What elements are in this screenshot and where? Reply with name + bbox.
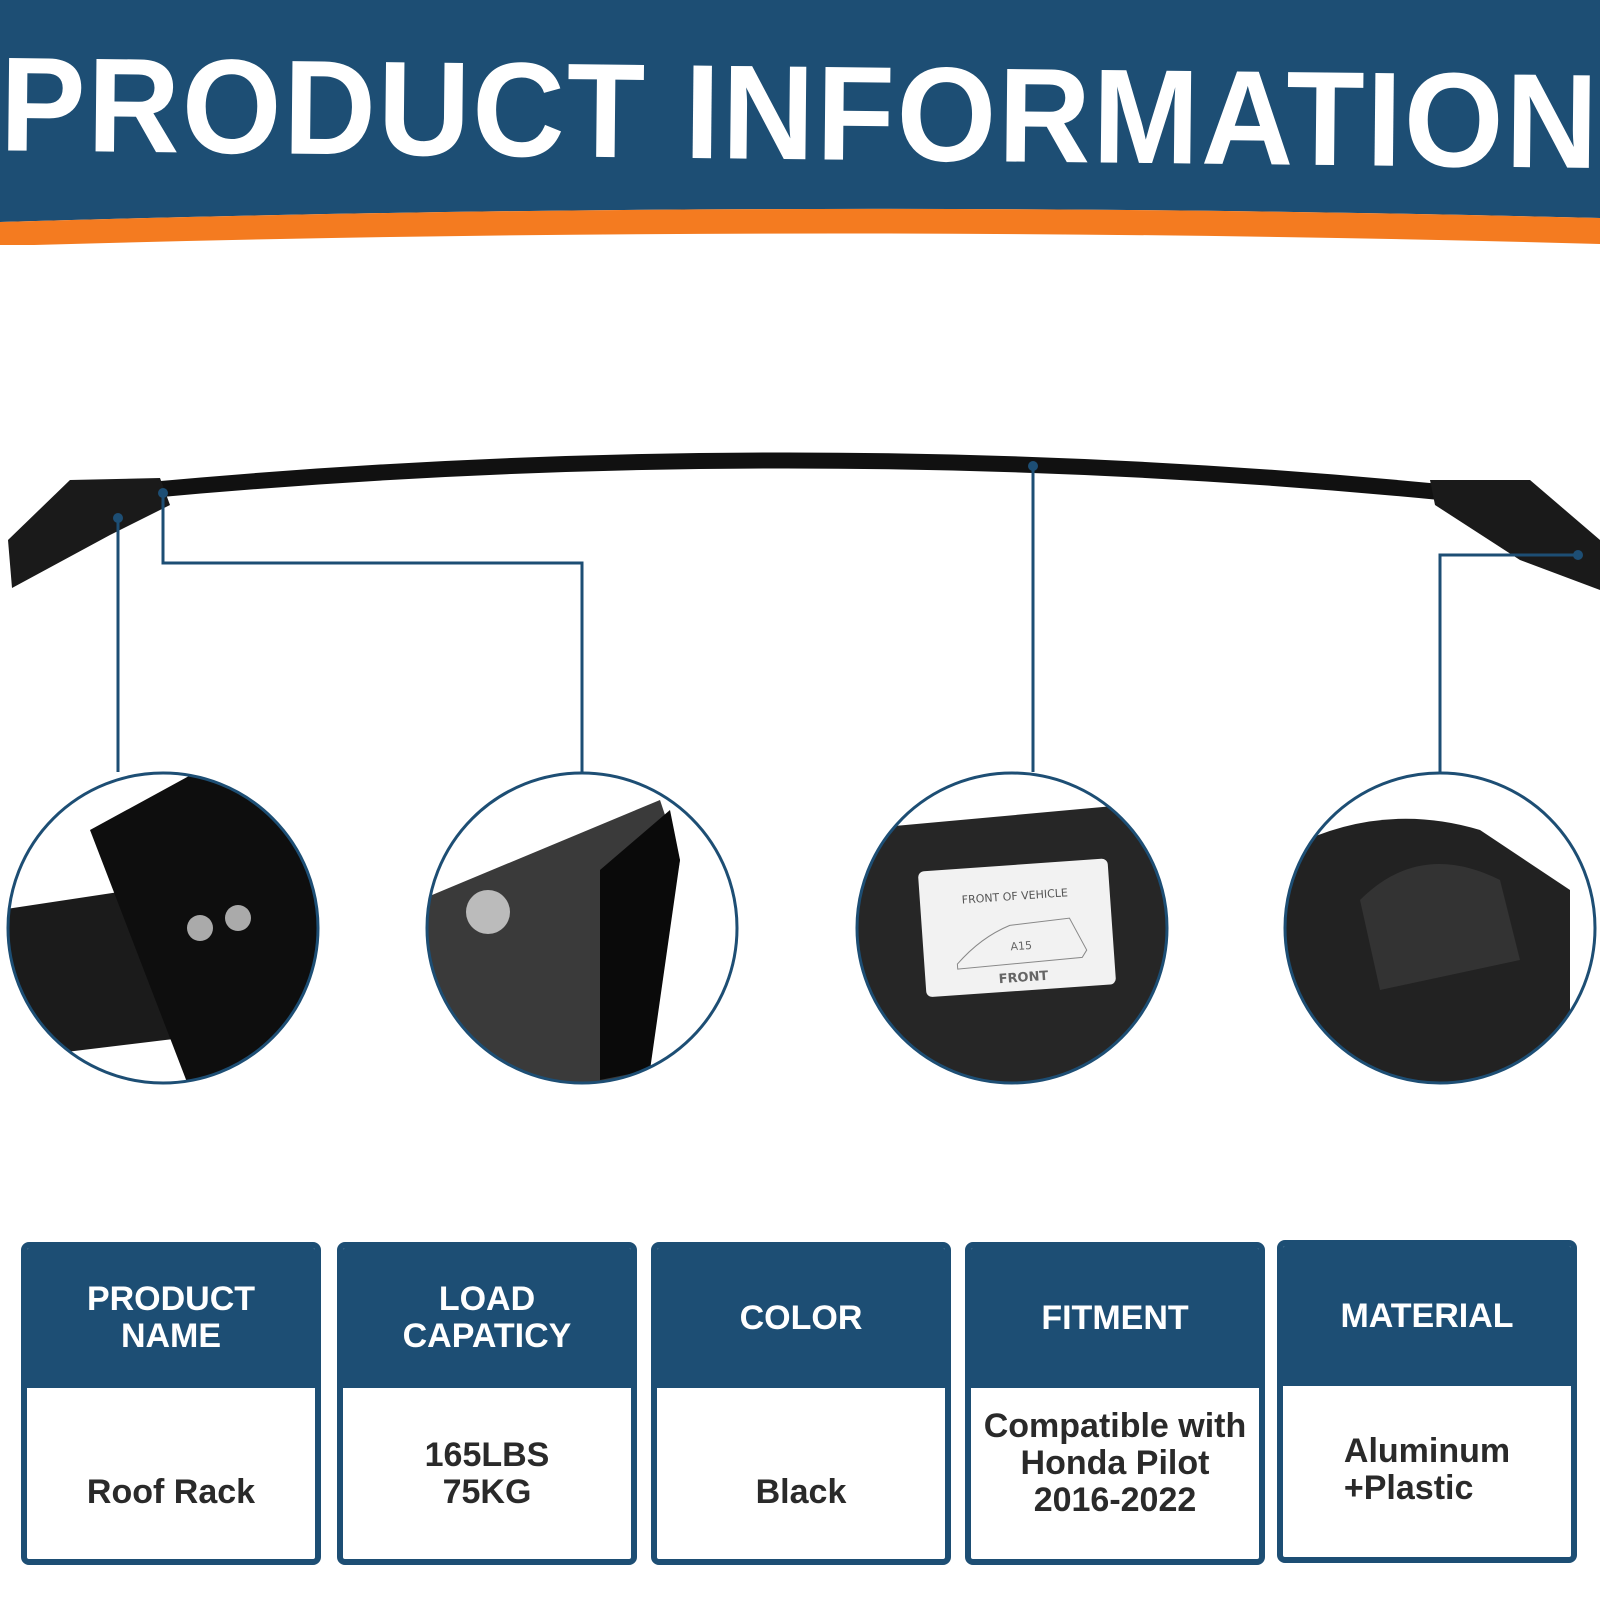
detail-front-label: FRONT OF VEHICLE A15 FRONT (857, 773, 1167, 1083)
spec-heading: MATERIAL (1283, 1246, 1571, 1386)
detail-bar-profile (427, 773, 737, 1083)
label-model: A15 (1010, 939, 1032, 953)
spec-heading: LOAD CAPATICY (343, 1248, 631, 1388)
spec-value: Black (755, 1473, 847, 1511)
spec-value: Aluminum +Plastic (1343, 1432, 1511, 1507)
detail-end-foot (1285, 773, 1595, 1083)
callout-lines (116, 466, 1578, 772)
spec-heading: PRODUCT NAME (27, 1248, 315, 1388)
header-banner (0, 0, 1600, 245)
spec-card-color: COLOR Black (651, 1242, 951, 1565)
spec-card-product-name: PRODUCT NAME Roof Rack (21, 1242, 321, 1565)
spec-card-fitment: FITMENT Compatible with Honda Pilot 2016… (965, 1242, 1265, 1565)
spec-heading: FITMENT (971, 1248, 1259, 1388)
detail-endcap-bolts (8, 773, 318, 1083)
spec-card-material: MATERIAL Aluminum +Plastic (1277, 1240, 1577, 1563)
label-front: FRONT (998, 969, 1049, 987)
spec-heading: COLOR (657, 1248, 945, 1388)
roof-rack-crossbar (8, 452, 1600, 590)
spec-value: 165LBS 75KG (424, 1436, 550, 1511)
spec-card-load-capacity: LOAD CAPATICY 165LBS 75KG (337, 1242, 637, 1565)
spec-value: Roof Rack (86, 1473, 256, 1511)
spec-value: Compatible with Honda Pilot 2016-2022 (983, 1407, 1247, 1519)
product-illustration: FRONT OF VEHICLE A15 FRONT (6, 452, 1600, 1085)
page-title: PRODUCT INFORMATION (0, 29, 1600, 198)
